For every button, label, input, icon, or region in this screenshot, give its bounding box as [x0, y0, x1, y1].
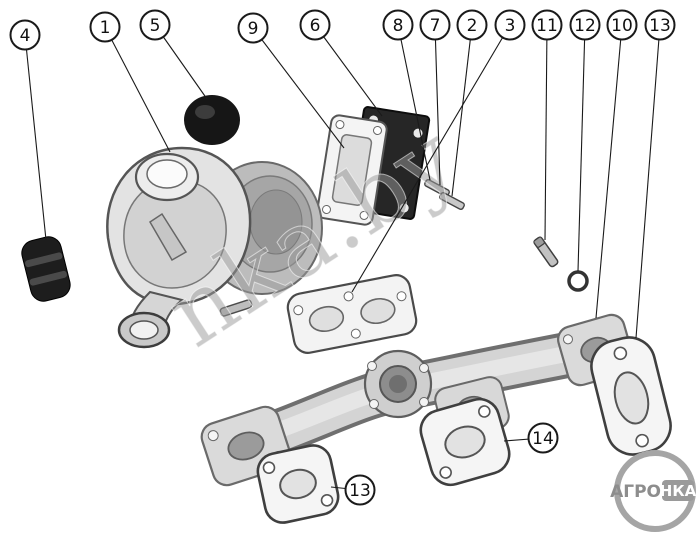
callout-circle-9 [237, 12, 269, 44]
leader-line-3 [351, 24, 511, 293]
callout-circle-7 [419, 9, 451, 41]
callout-number-13: 13 [649, 16, 671, 36]
callout-number-8: 8 [393, 16, 404, 36]
leader-line-9 [252, 27, 345, 149]
callout-number-6: 6 [310, 16, 321, 36]
turbocharger-part [106, 146, 323, 349]
leader-line-2 [451, 24, 473, 197]
callout-6: 6 [299, 9, 331, 41]
leader-line-7 [434, 24, 441, 186]
callout-circle-4 [9, 19, 41, 51]
leader-line-1 [104, 26, 171, 153]
leader-line-10 [595, 24, 623, 319]
port-gasket-part [256, 444, 340, 524]
rubber-plug-part [21, 236, 71, 302]
logo-text-left: АГРО [610, 482, 661, 502]
leader-line-6 [314, 24, 383, 117]
callout-number-2: 2 [467, 16, 478, 36]
callout-14: 14 [527, 422, 559, 454]
callout-9: 9 [237, 12, 269, 44]
callout-circle-6 [299, 9, 331, 41]
callout-12: 12 [569, 9, 601, 41]
leader-line-12 [577, 24, 586, 272]
manifold-gasket-part [286, 274, 418, 354]
callout-circle-8 [382, 9, 414, 41]
callout-number-11: 11 [536, 16, 558, 36]
callout-circle-2 [456, 9, 488, 41]
leader-line-11 [544, 24, 548, 241]
callout-3: 3 [494, 9, 526, 41]
callout-circle-13 [644, 9, 676, 41]
turbo-gasket-part [316, 114, 388, 226]
callout-number-12: 12 [574, 16, 596, 36]
callout-number-14: 14 [532, 429, 554, 449]
callouts: 4 1 5 9 6 8 7 2 3 11 12 10 13 13 14 [9, 9, 676, 506]
callout-5: 5 [139, 9, 171, 41]
callout-circle-3 [494, 9, 526, 41]
callout-number-7: 7 [430, 16, 441, 36]
leader-line-13 [635, 24, 661, 339]
bolt-part [533, 236, 559, 268]
callout-circle-11 [531, 9, 563, 41]
logo-accent-box [662, 480, 694, 501]
callout-circle-10 [606, 9, 638, 41]
leader-line-8 [397, 24, 431, 181]
callout-circle-12 [569, 9, 601, 41]
callout-circle-1 [89, 11, 121, 43]
cap-part [184, 95, 240, 145]
callout-10: 10 [606, 9, 638, 41]
agronka-logo: АГРО НКА [610, 450, 697, 532]
callout-circle-13 [344, 474, 376, 506]
callout-number-3: 3 [505, 16, 516, 36]
callout-number-5: 5 [150, 16, 161, 36]
logo-text-right: НКА [660, 482, 697, 500]
callout-13: 13 [344, 474, 376, 506]
leader-line-4 [24, 34, 47, 241]
callout-number-9: 9 [248, 19, 259, 39]
leader-lines [24, 24, 661, 491]
o-ring-part [567, 270, 589, 292]
port-gasket-part [419, 397, 511, 487]
callout-number-4: 4 [20, 26, 31, 46]
parts-artwork [21, 95, 672, 524]
callout-1: 1 [89, 11, 121, 43]
callout-7: 7 [419, 9, 451, 41]
callout-13: 13 [644, 9, 676, 41]
callout-number-13: 13 [349, 481, 371, 501]
port-gasket-part [590, 336, 672, 456]
callout-11: 11 [531, 9, 563, 41]
callout-8: 8 [382, 9, 414, 41]
callout-number-1: 1 [100, 18, 111, 38]
callout-2: 2 [456, 9, 488, 41]
callout-4: 4 [9, 19, 41, 51]
stud-part [439, 191, 465, 211]
callout-circle-5 [139, 9, 171, 41]
callout-circle-14 [527, 422, 559, 454]
callout-number-10: 10 [611, 16, 633, 36]
